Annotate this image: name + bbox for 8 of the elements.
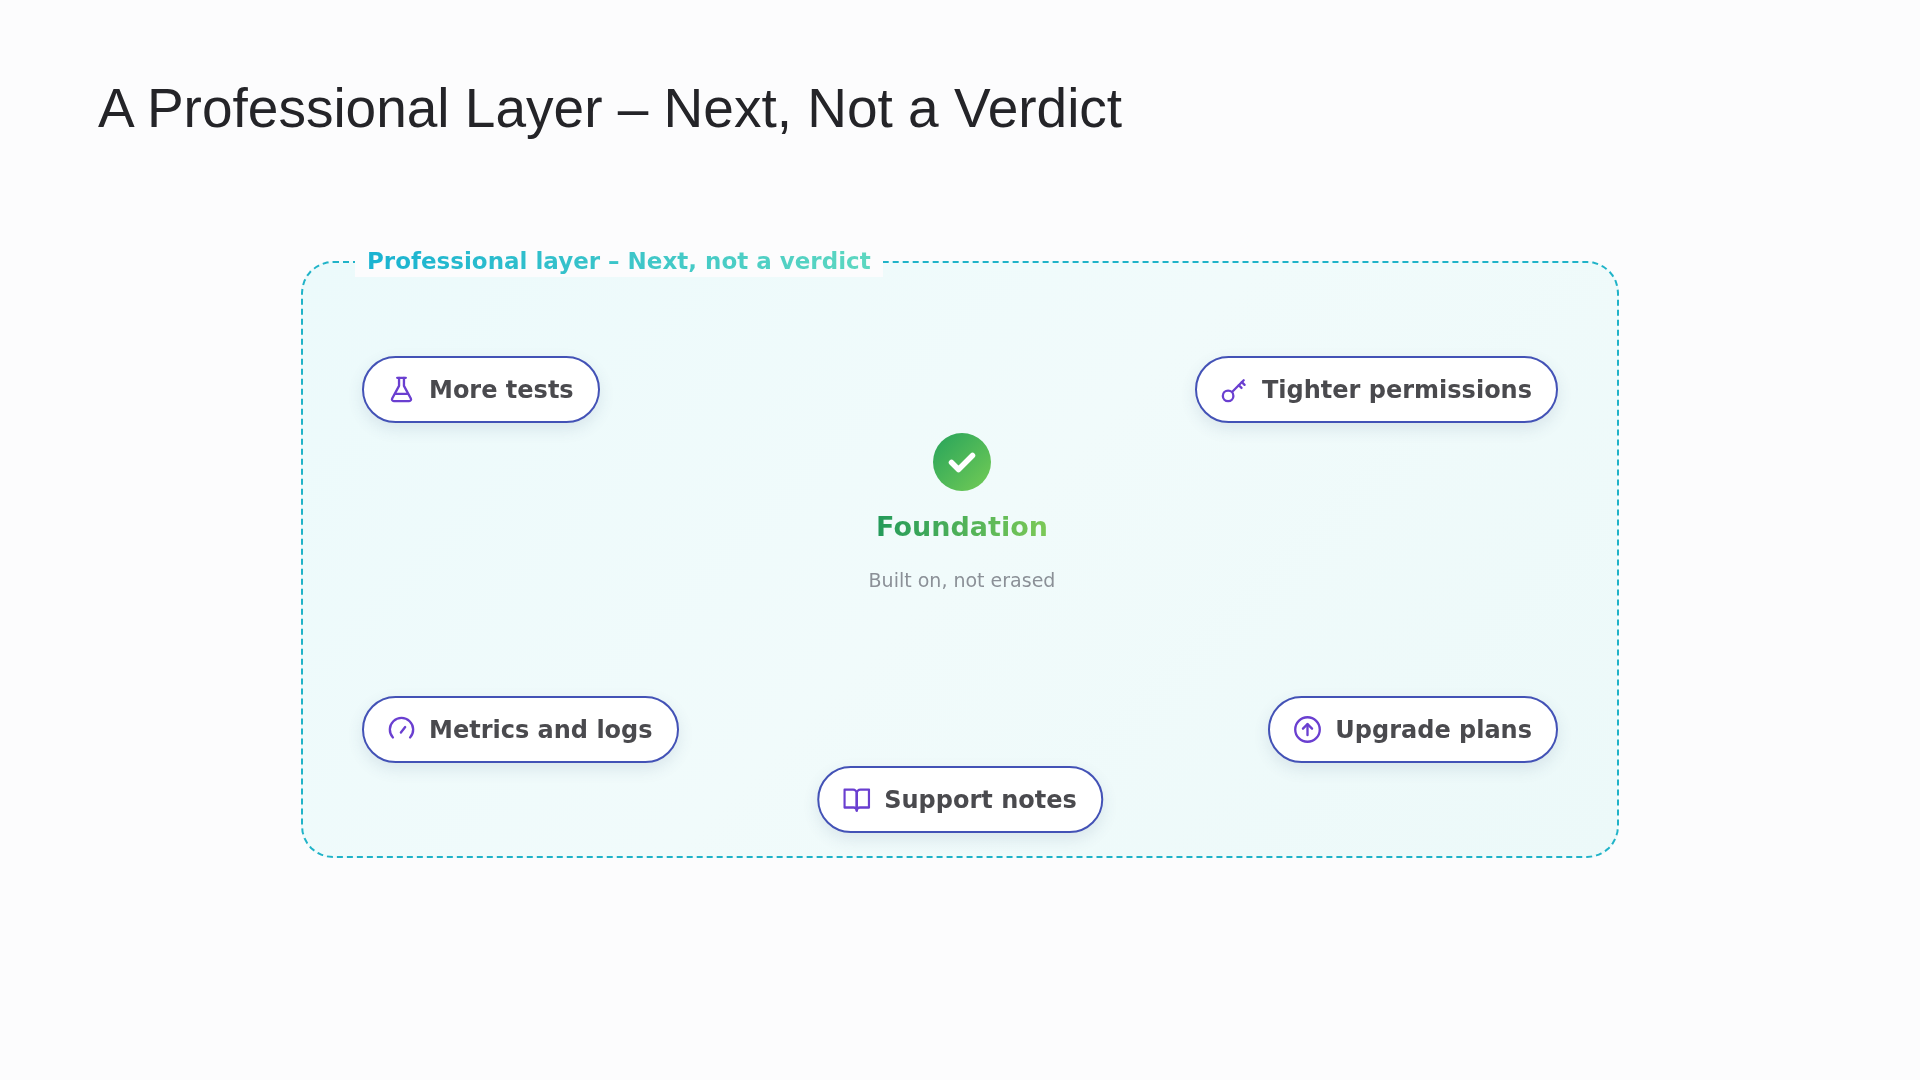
tag-pill bbox=[362, 356, 600, 423]
pill-label: Support notes bbox=[884, 784, 1077, 815]
slide-title: A Professional Layer – Next, Not a Verdict bbox=[98, 76, 1123, 140]
pill-label: Upgrade plans bbox=[1335, 714, 1532, 745]
pill-label: More tests bbox=[429, 374, 574, 405]
pill-label: Tighter permissions bbox=[1262, 374, 1532, 405]
center-subtitle: Built on, not erased bbox=[868, 568, 1056, 593]
pill-label: Metrics and logs bbox=[429, 714, 653, 745]
